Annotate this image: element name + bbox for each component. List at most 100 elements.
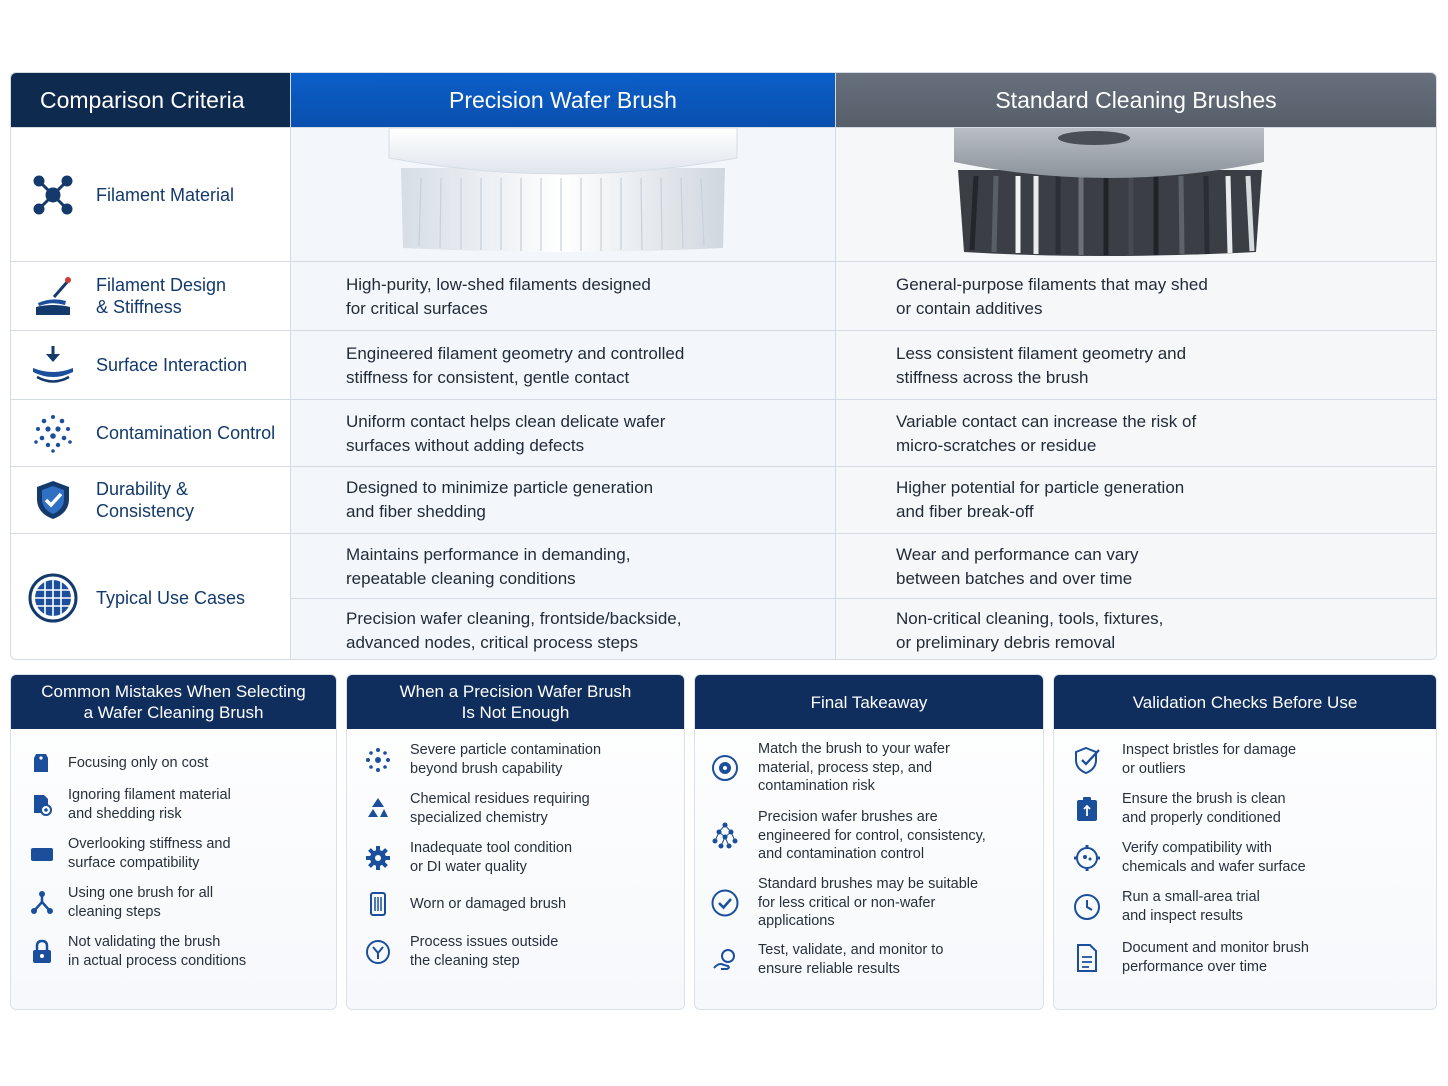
molecule-icon (31, 173, 75, 217)
standard-cell: Variable contact can increase the risk o… (835, 400, 1436, 466)
table-row: Filament Design & Stiffness High-purity,… (11, 261, 1436, 330)
wafer-grid-icon (28, 573, 78, 623)
table-row: Durability & Consistency Designed to min… (11, 466, 1436, 533)
panel-final-takeaway: Final Takeaway Match the brush to your w… (694, 674, 1044, 1010)
list-item: Precision wafer brushes are engineered f… (710, 808, 986, 864)
list-item: Focusing only on cost (27, 748, 208, 778)
table-header: Comparison Criteria Precision Wafer Brus… (11, 73, 1436, 127)
brush-stroke-icon (31, 274, 75, 318)
row-divider (290, 598, 1436, 599)
criteria-label: Contamination Control (96, 423, 276, 443)
structure-icon (710, 821, 740, 851)
target-icon (710, 753, 740, 783)
document-icon (1072, 943, 1102, 973)
clipboard-icon (1072, 794, 1102, 824)
panel-not-enough: When a Precision Wafer Brush Is Not Enou… (346, 674, 685, 1010)
standard-text: Wear and performance can vary between ba… (896, 545, 1139, 588)
standard-brush-image (954, 128, 1264, 256)
criteria-cell: Surface Interaction (11, 331, 290, 399)
criteria-label: Surface Interaction (96, 355, 248, 375)
list-item: Verify compatibility with chemicals and … (1072, 839, 1306, 876)
particles-icon (31, 411, 75, 455)
list-item-text: Ignoring filament material and shedding … (68, 787, 231, 822)
table-row: Filament Material (11, 127, 1436, 261)
standard-cell: General-purpose filaments that may shed … (835, 262, 1436, 330)
criteria-label: Filament Design & Stiffness (96, 275, 227, 317)
flow-icon (363, 937, 393, 967)
criteria-cell: Filament Material (11, 128, 290, 261)
list-item-text: Focusing only on cost (68, 754, 209, 771)
check-circle-icon (710, 888, 740, 918)
list-item-text: Inspect bristles for damage or outliers (1122, 742, 1297, 777)
panel-title: Common Mistakes When Selecting a Wafer C… (11, 675, 336, 729)
precision-text-use-cases: Precision wafer cleaning, frontside/back… (346, 609, 682, 652)
contamination-icon (363, 745, 393, 775)
header-comparison-criteria: Comparison Criteria (11, 73, 290, 127)
table-row: Typical Use Cases Maintains performance … (11, 533, 1436, 659)
list-item-text: Verify compatibility with chemicals and … (1122, 840, 1306, 875)
list-item: Run a small-area trial and inspect resul… (1072, 888, 1260, 925)
list-item: Ignoring filament material and shedding … (27, 786, 231, 823)
price-tag-icon (27, 748, 57, 778)
precision-cell: Maintains performance in demanding, repe… (290, 534, 835, 659)
list-item: Overlooking stiffness and surface compat… (27, 835, 231, 872)
precision-cell: Designed to minimize particle generation… (290, 467, 835, 533)
list-item-text: Run a small-area trial and inspect resul… (1122, 889, 1260, 924)
shield-check-icon (31, 478, 75, 522)
precision-text: Engineered filament geometry and control… (346, 344, 685, 387)
list-item: Match the brush to your wafer material, … (710, 740, 950, 796)
standard-brush-image-cell (835, 128, 1436, 261)
criteria-label: Durability & Consistency (96, 479, 195, 521)
list-item-text: Match the brush to your wafer material, … (758, 741, 950, 794)
list-item-text: Chemical residues requiring specialized … (410, 791, 590, 826)
standard-text-use-cases: Non-critical cleaning, tools, fixtures, … (896, 609, 1164, 652)
criteria-label: Typical Use Cases (96, 587, 246, 608)
branch-icon (27, 888, 57, 918)
list-item-text: Standard brushes may be suitable for les… (758, 876, 979, 929)
chemical-gear-icon (1072, 843, 1102, 873)
precision-text: Uniform contact helps clean delicate waf… (346, 412, 666, 455)
surface-contact-icon (31, 343, 75, 387)
precision-cell: Uniform contact helps clean delicate waf… (290, 400, 835, 466)
header-precision-wafer-brush: Precision Wafer Brush (290, 73, 835, 127)
list-item-text: Test, validate, and monitor to ensure re… (758, 942, 944, 977)
criteria-cell: Contamination Control (11, 400, 290, 466)
panel-title: Final Takeaway (695, 675, 1043, 729)
precision-text: Maintains performance in demanding, repe… (346, 545, 631, 588)
list-item-text: Using one brush for all cleaning steps (68, 885, 214, 920)
table-row: Contamination Control Uniform contact he… (11, 399, 1436, 466)
list-item: Document and monitor brush performance o… (1072, 939, 1309, 976)
table-row: Surface Interaction Engineered filament … (11, 330, 1436, 399)
panel-title: When a Precision Wafer Brush Is Not Enou… (347, 675, 684, 729)
standard-text: Variable contact can increase the risk o… (896, 412, 1197, 455)
standard-text: General-purpose filaments that may shed … (896, 275, 1208, 318)
panel-title: Validation Checks Before Use (1054, 675, 1436, 729)
list-item-text: Worn or damaged brush (410, 895, 567, 912)
list-item: Using one brush for all cleaning steps (27, 884, 213, 921)
list-item-text: Precision wafer brushes are engineered f… (758, 809, 986, 862)
list-item-text: Process issues outside the cleaning step (410, 934, 559, 969)
standard-text: Higher potential for particle generation… (896, 478, 1185, 521)
monitor-hand-icon (710, 945, 740, 975)
precision-text: Designed to minimize particle generation… (346, 478, 654, 521)
shield-check-icon (1072, 745, 1102, 775)
lock-icon (27, 937, 57, 967)
list-item: Process issues outside the cleaning step (363, 933, 558, 970)
standard-cell: Higher potential for particle generation… (835, 467, 1436, 533)
list-item-text: Inadequate tool condition or DI water qu… (410, 840, 573, 875)
header-standard-cleaning-brushes: Standard Cleaning Brushes (835, 73, 1436, 127)
list-item: Chemical residues requiring specialized … (363, 790, 590, 827)
list-item-text: Ensure the brush is clean and properly c… (1122, 791, 1286, 826)
document-gear-icon (27, 790, 57, 820)
folder-icon (27, 839, 57, 869)
list-item: Inadequate tool condition or DI water qu… (363, 839, 572, 876)
list-item-text: Document and monitor brush performance o… (1122, 940, 1309, 975)
gear-icon (363, 843, 393, 873)
list-item: Ensure the brush is clean and properly c… (1072, 790, 1286, 827)
clock-icon (1072, 892, 1102, 922)
standard-text: Less consistent filament geometry and st… (896, 344, 1187, 387)
precision-brush-image-cell (290, 127, 835, 261)
list-item: Not validating the brush in actual proce… (27, 933, 246, 970)
precision-cell: Engineered filament geometry and control… (290, 331, 835, 399)
list-item: Inspect bristles for damage or outliers (1072, 741, 1296, 778)
